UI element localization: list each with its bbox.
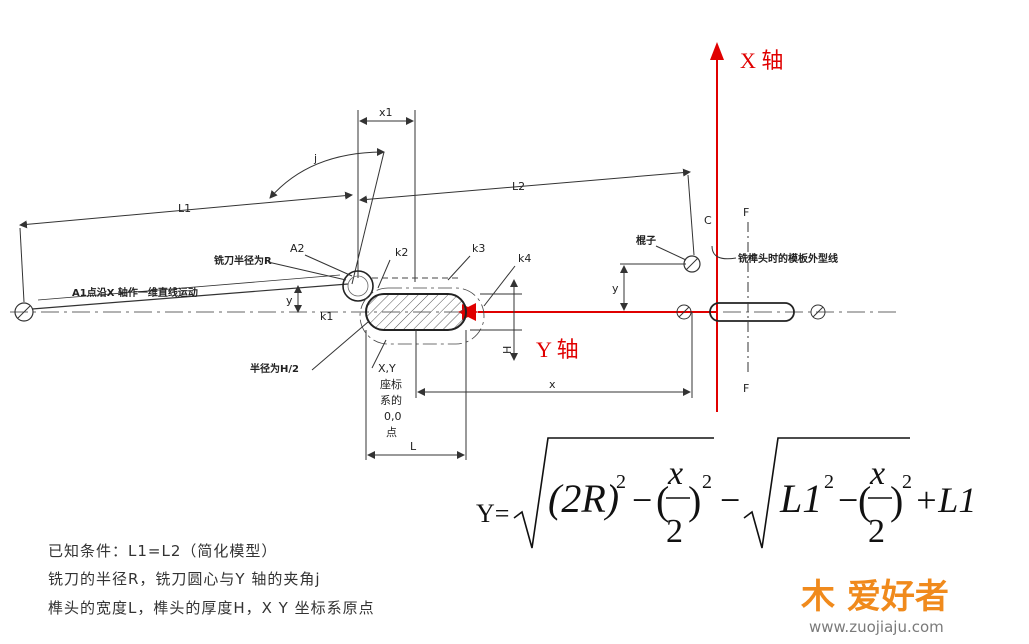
dim-f-bottom: F xyxy=(743,382,749,395)
leader-line xyxy=(267,261,347,281)
dim-h: H xyxy=(501,346,514,354)
formula-frac1-exp: 2 xyxy=(702,471,712,493)
origin-label-5: 点 xyxy=(386,426,397,439)
origin-label-3: 系的 xyxy=(380,393,402,407)
dim-l2: L2 xyxy=(512,180,525,193)
sqrt-sign-1 xyxy=(513,437,714,549)
condition-line-1: 已知条件：L1=L2（简化模型） xyxy=(48,542,278,560)
watermark-logo: 木 爱好者 www.zuojiaju.com xyxy=(801,577,949,636)
formula-term1-base: (2R) xyxy=(548,476,619,521)
roller-label: 棍子 xyxy=(636,234,656,247)
leader-line xyxy=(483,265,516,307)
formula-term2-base: L1 xyxy=(779,476,822,521)
formula-minus-1: − xyxy=(632,480,652,520)
watermark-brand: 木 爱好者 xyxy=(801,577,949,617)
leader-line xyxy=(447,255,471,281)
leader-line xyxy=(311,321,369,371)
template-label: 铣榫头时的模板外型线 xyxy=(738,252,838,265)
dim-k1: k1 xyxy=(320,310,333,323)
template-circle-2 xyxy=(810,304,826,320)
template-leader xyxy=(711,245,737,260)
dim-y-right: y xyxy=(612,282,619,295)
arm-line-2 xyxy=(37,274,341,301)
origin-label-4: 0,0 xyxy=(384,410,402,423)
dim-x1: x1 xyxy=(379,106,393,119)
leader-line xyxy=(371,339,387,369)
extension-line xyxy=(687,174,695,256)
formula: Y= (2R) 2 − ( x 2 ) 2 − L1 2 − ( x 2 ) 2… xyxy=(476,437,976,550)
dim-l1: L1 xyxy=(178,202,191,215)
radius-h2-label: 半径为H/2 xyxy=(250,362,299,375)
dim-f-top: F xyxy=(743,206,749,219)
formula-frac2-den: 2 xyxy=(868,513,885,550)
cutter-angle-line xyxy=(351,151,385,285)
dim-k4: k4 xyxy=(518,252,531,265)
formula-term1-exp: 2 xyxy=(616,471,626,493)
dim-k2: k2 xyxy=(395,246,408,259)
formula-lhs: Y= xyxy=(476,499,509,528)
condition-line-3: 榫头的宽度L，榫头的厚度H，X Y 坐标系原点 xyxy=(48,599,375,617)
leader-line xyxy=(655,245,687,261)
formula-plus-l1: +L1 xyxy=(914,480,976,520)
x-axis-arrow-icon xyxy=(710,42,724,60)
leader-line xyxy=(304,254,353,277)
roller-hatch xyxy=(685,257,699,271)
formula-frac1-close: ) xyxy=(688,478,701,523)
formula-frac1-den: 2 xyxy=(666,513,683,550)
circle-hatch xyxy=(678,306,690,318)
dim-l: L xyxy=(410,440,417,453)
l1-dim-line xyxy=(19,191,353,229)
a1-annotation: A1点沿X 轴作一维直线运动 xyxy=(72,286,198,299)
formula-frac2-num: x xyxy=(869,455,885,492)
formula-minus-2: − xyxy=(720,480,740,520)
cutter-circle xyxy=(342,270,374,302)
formula-frac1-open: ( xyxy=(656,478,669,523)
tenon-outline xyxy=(359,287,485,345)
formula-frac1-num: x xyxy=(667,455,683,492)
cutter-inner xyxy=(347,275,369,297)
tenon-hatched xyxy=(365,293,467,331)
angle-j-arc xyxy=(269,148,385,199)
dim-x: x xyxy=(549,378,556,391)
origin-label-1: X,Y xyxy=(378,362,396,375)
condition-line-2: 铣刀的半径R，铣刀圆心与Y 轴的夹角j xyxy=(48,570,321,588)
cutter-radius-label: 铣刀半径为R xyxy=(214,254,272,267)
formula-frac2-open: ( xyxy=(858,478,871,523)
dim-c: C xyxy=(704,214,712,227)
dim-a2: A2 xyxy=(290,242,305,255)
a1-pivot xyxy=(14,302,34,322)
watermark-url: www.zuojiaju.com xyxy=(809,618,944,636)
leader-line xyxy=(377,259,391,289)
sqrt-sign-2 xyxy=(743,437,910,549)
formula-term2-exp: 2 xyxy=(824,471,834,493)
dim-y-left: y xyxy=(286,294,293,307)
y-axis-label: Y 轴 xyxy=(536,337,579,362)
x-axis-label: X 轴 xyxy=(740,48,783,73)
dim-j: j xyxy=(313,152,317,165)
formula-frac2-exp: 2 xyxy=(902,471,912,493)
circle-hatch xyxy=(812,306,824,318)
dim-k3: k3 xyxy=(472,242,485,255)
template-slot xyxy=(709,302,795,322)
origin-label-2: 座标 xyxy=(380,377,402,391)
template-circle-1 xyxy=(676,304,692,320)
formula-minus-3: − xyxy=(838,480,858,520)
pivot-hatch xyxy=(17,305,31,319)
formula-frac2-close: ) xyxy=(890,478,903,523)
extension-line xyxy=(19,227,25,303)
